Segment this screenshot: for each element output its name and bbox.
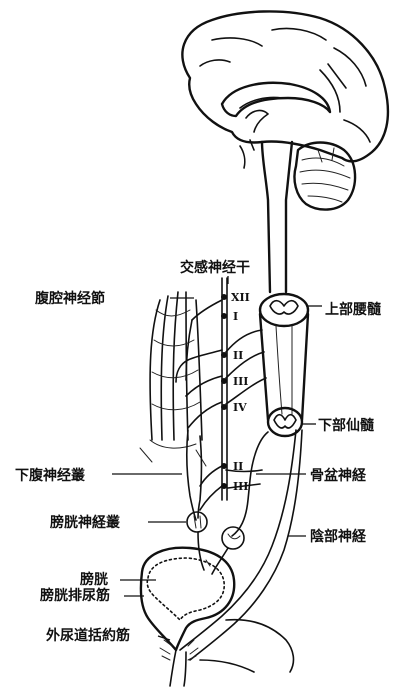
aorta-vessels: [140, 292, 206, 466]
label-sympathetic-trunk: 交感神经干: [180, 259, 250, 276]
label-detrusor: 膀胱排尿筋: [39, 587, 110, 604]
segment-t12: XII: [231, 291, 250, 304]
label-hypogastric-plexus: 下腹神经叢: [15, 467, 85, 484]
bladder-illustration: [141, 548, 294, 686]
label-bladder: 膀胱: [79, 571, 108, 588]
spinal-cord-segment: [260, 314, 308, 420]
label-lower-sacral-cord: 下部仙髓: [318, 417, 375, 434]
segment-labels: XII I II III IV II III: [231, 291, 250, 493]
brain-illustration: [182, 11, 388, 292]
anatomy-labels: 交感神经干 腹腔神经節 上部腰髓 下部仙髓 下腹神经叢 骨盆神経 膀胱神経叢 陰…: [15, 259, 382, 644]
segment-l4: IV: [233, 401, 247, 414]
segment-l2: II: [233, 349, 243, 362]
segment-s2: II: [233, 460, 243, 473]
vesical-plexus-ganglia: [187, 512, 244, 574]
label-external-sphincter: 外尿道括約筋: [46, 627, 130, 644]
lower-sacral-cord-section: [268, 408, 302, 436]
upper-lumbar-cord-section: [260, 294, 308, 326]
segment-l1: I: [233, 310, 238, 323]
label-pelvic-nerve: 骨盆神経: [310, 467, 367, 484]
label-celiac-ganglion: 腹腔神经節: [35, 290, 105, 307]
pointer-lines: [112, 276, 322, 640]
lumbar-sympathetic-rami: [176, 300, 266, 428]
segment-l3: III: [233, 375, 248, 388]
label-pudendal-nerve: 陰部神経: [310, 528, 367, 545]
segment-s3: III: [233, 480, 248, 493]
label-vesical-plexus: 膀胱神経叢: [49, 514, 120, 531]
label-upper-lumbar-cord: 上部腰髓: [325, 301, 382, 318]
